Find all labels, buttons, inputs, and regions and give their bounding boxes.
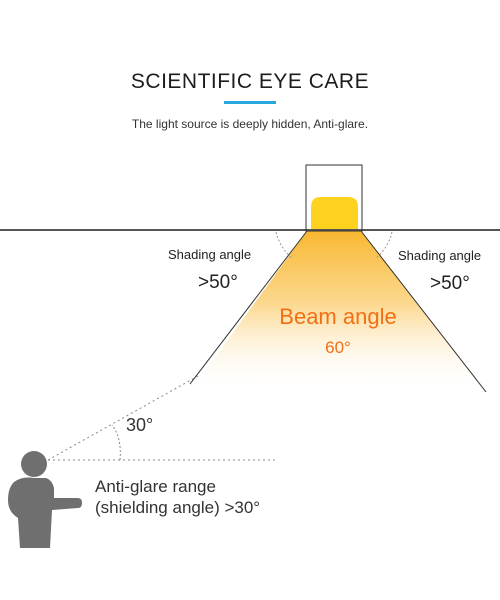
beam-edge-right [360, 230, 487, 393]
observer-angle-arc [111, 424, 121, 461]
beam-angle-value: 60° [325, 338, 351, 357]
shielding-angle-label: (shielding angle) >30° [95, 498, 261, 517]
page-subtitle: The light source is deeply hidden, Anti-… [131, 117, 369, 131]
person-icon [8, 451, 82, 548]
page-title: SCIENTIFIC EYE CARE [130, 70, 370, 93]
lamp-housing [305, 164, 363, 232]
shading-angle-left-value: >50° [198, 272, 238, 293]
observer-angle-value: 30° [126, 415, 154, 435]
sight-line-angled [47, 375, 199, 461]
beam-angle-label: Beam angle [279, 304, 397, 329]
lamp-icon [311, 197, 358, 229]
shading-arc-left [275, 231, 293, 259]
title-underline [224, 101, 276, 104]
beam-cone [190, 231, 486, 392]
shading-angle-left-label: Shading angle [168, 247, 252, 262]
anti-glare-range-label: Anti-glare range [95, 477, 216, 496]
shading-angle-right-value: >50° [430, 273, 470, 294]
shading-arc-right [375, 231, 393, 259]
shading-angle-right-label: Shading angle [398, 248, 482, 263]
beam-edge-left [189, 230, 308, 385]
